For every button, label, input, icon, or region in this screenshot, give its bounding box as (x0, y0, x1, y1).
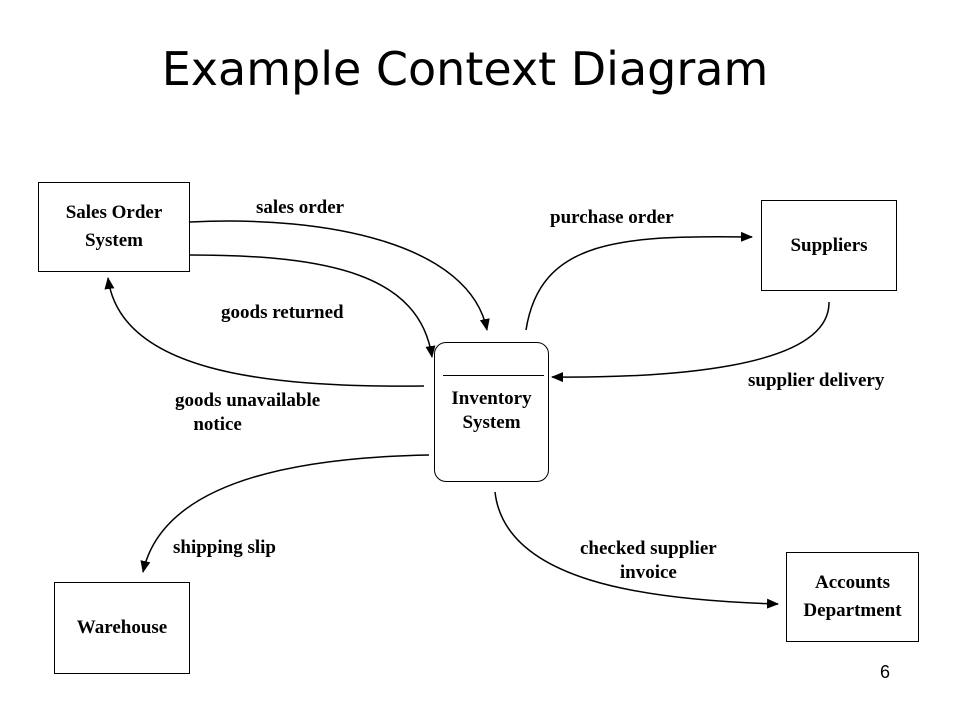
arrow-purchase-order (525, 231, 753, 331)
entity-suppliers-label: Suppliers (790, 234, 868, 256)
flow-label-purchase-order: purchase order (550, 207, 674, 228)
entity-sales-order-system: Sales Order System (38, 182, 190, 272)
diagram-title: Example Context Diagram (161, 42, 769, 96)
flow-label-checked-invoice-line2: invoice (619, 562, 677, 583)
arrow-shipping-slip (140, 454, 430, 573)
entity-warehouse-label: Warehouse (76, 617, 168, 638)
arrow-goods-returned (189, 254, 436, 358)
entity-warehouse: Warehouse (54, 582, 190, 674)
arrow-supplier-delivery (551, 301, 830, 383)
flow-label-supplier-delivery: supplier delivery (748, 370, 885, 391)
entity-accounts-department-line1: Accounts (815, 572, 890, 593)
process-divider (443, 375, 544, 376)
flow-label-sales-order: sales order (256, 197, 345, 218)
flow-label-goods-unavailable-line2: notice (193, 414, 242, 435)
flow-label-checked-invoice: checked supplier invoice (580, 537, 717, 585)
arrow-checked-invoice (494, 491, 779, 609)
page-number: 6 (880, 662, 891, 682)
process-label-line2: System (462, 412, 521, 433)
process-inventory-system: Inventory System (434, 342, 549, 482)
flow-label-checked-invoice-line1: checked supplier (580, 538, 717, 559)
arrow-sales-order (189, 220, 490, 331)
entity-accounts-department: Accounts Department (786, 552, 919, 642)
flow-label-goods-unavailable-line1: goods unavailable (175, 390, 321, 411)
entity-accounts-department-line2: Department (803, 600, 902, 621)
arrow-goods-unavailable (104, 277, 425, 387)
flow-label-goods-returned: goods returned (221, 302, 344, 323)
entity-sales-order-system-line2: System (84, 230, 144, 251)
process-label-line1: Inventory (451, 388, 532, 409)
flow-label-goods-unavailable: goods unavailable notice (175, 389, 320, 437)
entity-suppliers: Suppliers (761, 200, 897, 291)
flow-label-shipping-slip: shipping slip (173, 537, 276, 558)
entity-sales-order-system-line1: Sales Order (65, 202, 163, 223)
